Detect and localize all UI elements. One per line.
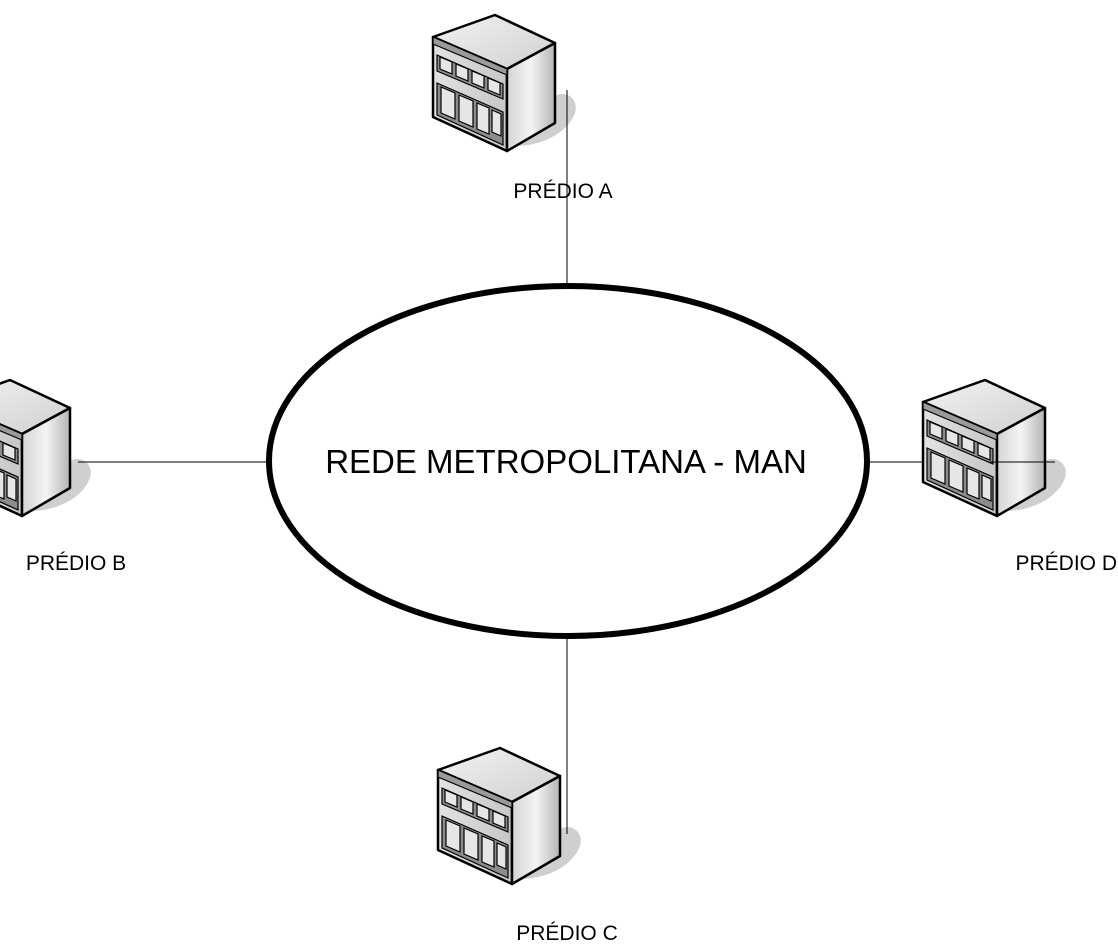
- man-network-ellipse: [266, 283, 870, 639]
- building-icon: [436, 746, 583, 886]
- building-icon: [0, 378, 93, 518]
- predio-c-label: PRÉDIO C: [516, 922, 618, 945]
- building-icon: [431, 13, 578, 153]
- predio-d-label: PRÉDIO D: [1015, 552, 1117, 575]
- building-icon: [921, 378, 1068, 518]
- man-network-label: REDE METROPOLITANA - MAN: [325, 443, 807, 480]
- predio-d-node: PRÉDIO D: [921, 378, 1117, 575]
- predio-a-label: PRÉDIO A: [513, 180, 612, 203]
- predio-b-node: PRÉDIO B: [0, 378, 140, 575]
- predio-b-label: PRÉDIO B: [26, 552, 126, 575]
- predio-a-node: PRÉDIO A: [431, 13, 613, 203]
- predio-c-node: PRÉDIO C: [436, 746, 618, 945]
